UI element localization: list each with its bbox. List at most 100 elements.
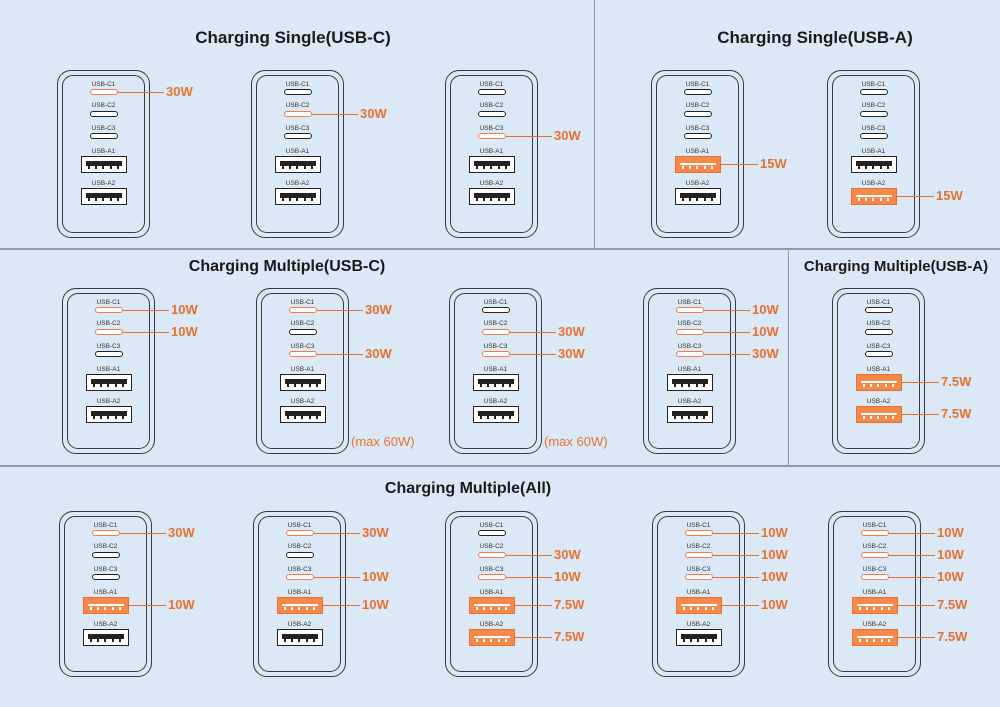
usb-c-port-3 xyxy=(285,574,314,580)
usb-c-port-3 xyxy=(675,351,704,357)
port-pins xyxy=(474,198,510,201)
port-label-c3: USB-C3 xyxy=(93,566,118,573)
port-label-a1: USB-A1 xyxy=(290,366,315,373)
port-label-a1: USB-A1 xyxy=(285,148,310,155)
port-label-c3: USB-C3 xyxy=(91,125,116,132)
wattage-label-c2: 10W xyxy=(761,547,788,562)
usb-c-port-2 xyxy=(481,329,510,335)
wattage-label-c3: 30W xyxy=(558,346,585,361)
port-label-a2: USB-A2 xyxy=(93,621,118,628)
port-tongue xyxy=(473,636,510,638)
usb-a-port-2 xyxy=(674,188,721,205)
charger-s5-d2 xyxy=(253,511,346,677)
port-pins xyxy=(280,198,316,201)
leader-line-c3 xyxy=(505,577,552,578)
port-pins xyxy=(681,639,717,642)
usb-a-port-2 xyxy=(855,406,902,423)
usb-c-port-3 xyxy=(283,133,312,139)
charger-inner-outline xyxy=(62,75,145,233)
usb-c-port-1 xyxy=(288,307,317,313)
divider-col-mid xyxy=(788,249,789,465)
charger-inner-outline xyxy=(67,293,150,449)
port-tongue xyxy=(90,379,127,384)
port-pins xyxy=(474,607,510,610)
usb-c-port-3 xyxy=(477,133,506,139)
port-tongue xyxy=(679,193,716,198)
port-label-a1: USB-A1 xyxy=(91,148,116,155)
port-label-c3: USB-C3 xyxy=(290,343,315,350)
charger-s3-d4 xyxy=(643,288,736,454)
port-pins xyxy=(282,639,318,642)
port-label-c1: USB-C1 xyxy=(93,522,118,529)
leader-line-c3 xyxy=(313,577,360,578)
usb-c-port-2 xyxy=(94,329,123,335)
leader-line-c1 xyxy=(122,310,169,311)
usb-c-port-2 xyxy=(860,552,889,558)
port-label-c3: USB-C3 xyxy=(287,566,312,573)
usb-c-port-3 xyxy=(89,133,118,139)
usb-c-port-2 xyxy=(89,111,118,117)
usb-a-port-1 xyxy=(274,156,321,173)
usb-a-port-1 xyxy=(468,156,515,173)
port-tongue xyxy=(87,604,124,606)
port-tongue xyxy=(87,634,124,639)
port-label-c2: USB-C2 xyxy=(91,102,116,109)
wattage-label-a1: 7.5W xyxy=(941,374,972,389)
usb-a-port-1 xyxy=(851,597,898,614)
port-tongue xyxy=(85,193,122,198)
leader-line-c3 xyxy=(888,577,935,578)
leader-line-a1 xyxy=(901,382,939,383)
leader-line-a1 xyxy=(720,164,758,165)
wattage-label-c3: 30W xyxy=(365,346,392,361)
wattage-label-c2: 10W xyxy=(937,547,964,562)
charger-inner-outline xyxy=(833,516,916,672)
wattage-label-a2: 7.5W xyxy=(937,629,968,644)
usb-c-port-3 xyxy=(859,133,888,139)
port-tongue xyxy=(284,379,321,384)
port-label-c2: USB-C2 xyxy=(287,543,312,550)
port-pins xyxy=(91,416,127,419)
port-label-a1: USB-A1 xyxy=(866,366,891,373)
port-label-c2: USB-C2 xyxy=(479,102,504,109)
port-label-a2: USB-A2 xyxy=(479,621,504,628)
wattage-label-c1: 30W xyxy=(365,302,392,317)
max-power-note: (max 60W) xyxy=(351,434,415,449)
port-label-c2: USB-C2 xyxy=(866,320,891,327)
port-label-a2: USB-A2 xyxy=(861,180,886,187)
wattage-label-a1: 10W xyxy=(168,597,195,612)
usb-c-port-1 xyxy=(860,530,889,536)
charger-inner-outline xyxy=(450,75,533,233)
port-label-a2: USB-A2 xyxy=(866,398,891,405)
leader-line-c1 xyxy=(316,310,363,311)
port-label-c1: USB-C1 xyxy=(287,522,312,529)
usb-c-port-2 xyxy=(283,111,312,117)
port-label-c3: USB-C3 xyxy=(866,343,891,350)
charger-inner-outline xyxy=(648,293,731,449)
port-pins xyxy=(672,384,708,387)
port-label-a2: USB-A2 xyxy=(862,621,887,628)
port-label-a2: USB-A2 xyxy=(287,621,312,628)
wattage-label-c3: 30W xyxy=(752,346,779,361)
port-pins xyxy=(88,607,124,610)
usb-a-port-1 xyxy=(85,374,132,391)
port-label-c2: USB-C2 xyxy=(862,543,887,550)
port-tongue xyxy=(477,411,514,416)
port-pins xyxy=(86,198,122,201)
port-pins xyxy=(88,639,124,642)
usb-a-port-1 xyxy=(472,374,519,391)
port-pins xyxy=(285,416,321,419)
leader-line-c2 xyxy=(509,332,556,333)
section-title-4: Charging Multiple(USB-A) xyxy=(803,258,989,275)
section-title-3: Charging Multiple(USB-C) xyxy=(188,258,386,275)
port-label-c2: USB-C2 xyxy=(479,543,504,550)
port-tongue xyxy=(281,604,318,606)
leader-line-c1 xyxy=(888,533,935,534)
port-label-c1: USB-C1 xyxy=(483,299,508,306)
usb-c-port-3 xyxy=(683,133,712,139)
usb-a-port-2 xyxy=(80,188,127,205)
port-label-c1: USB-C1 xyxy=(866,299,891,306)
wattage-label-c3: 10W xyxy=(937,569,964,584)
port-label-c2: USB-C2 xyxy=(677,320,702,327)
wattage-label-c1: 30W xyxy=(168,525,195,540)
wattage-label-c2: 30W xyxy=(360,106,387,121)
